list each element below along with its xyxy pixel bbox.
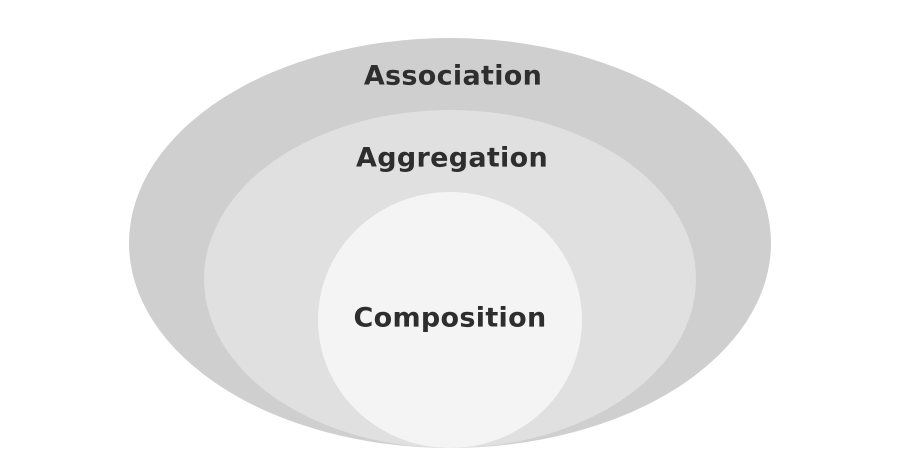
composition-circle <box>318 192 582 448</box>
composition-label: Composition <box>353 302 547 334</box>
aggregation-label: Aggregation <box>356 142 548 174</box>
association-label: Association <box>363 60 543 92</box>
